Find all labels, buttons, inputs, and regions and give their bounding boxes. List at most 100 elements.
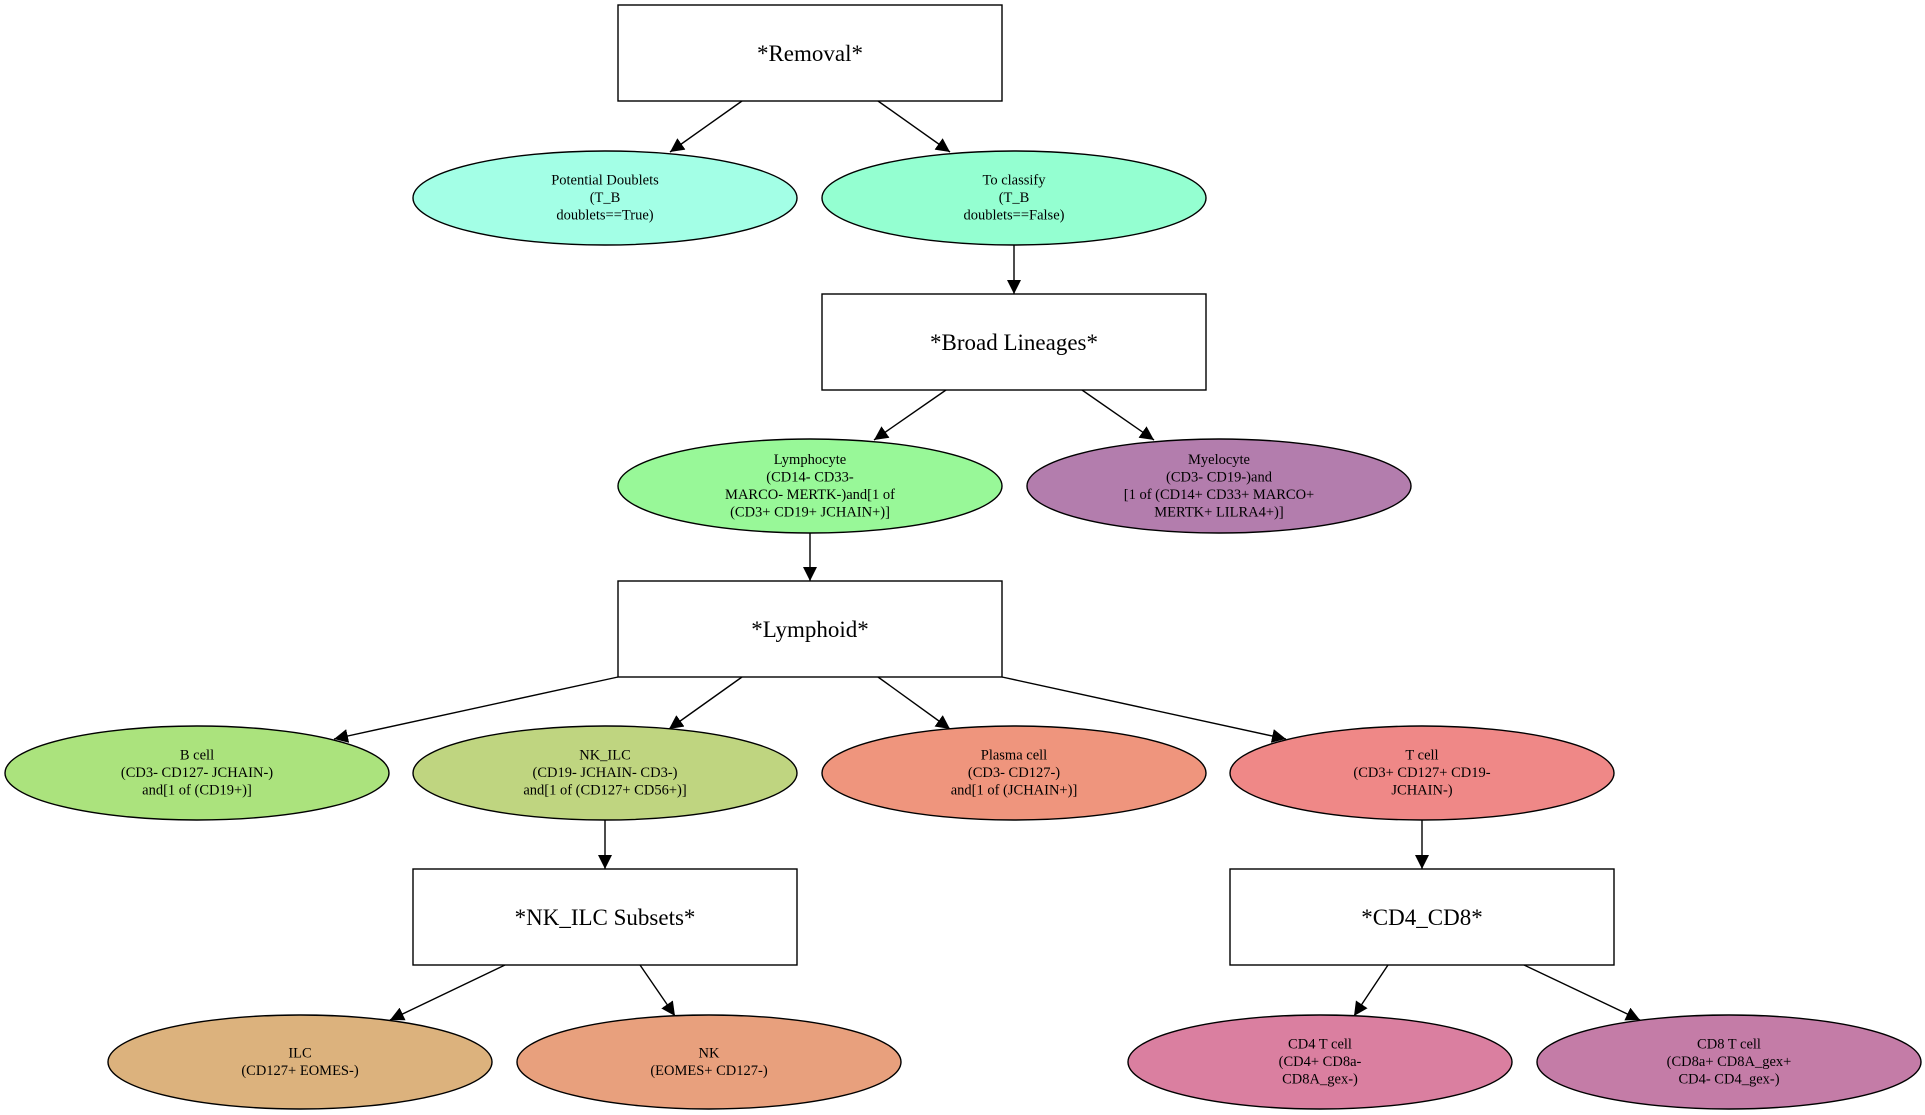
node-label-line: Potential Doublets [551,173,659,189]
node-label-line: MERTK+ LILRA4+)] [1154,504,1283,520]
node-label-line: and[1 of (CD19+)] [142,783,252,799]
node-ellipse [1229,725,1615,821]
node-label-line: (CD8a+ CD8A_gex+ [1667,1054,1792,1070]
node-label-line: (CD4+ CD8a- [1279,1054,1362,1070]
node-label-line: To classify [982,173,1046,189]
node-label-line: (CD14- CD33- [766,469,854,485]
node-label-line: and[1 of (CD127+ CD56+)] [523,783,686,799]
node-label: *CD4_CD8* [1361,905,1482,930]
node-label-line: (CD3- CD127-) [968,765,1060,781]
node-label: Plasma cell(CD3- CD127-) and[1 of (JCHAIN… [951,748,1078,799]
node-label-line: [1 of (CD14+ CD33+ MARCO+ [1124,487,1314,503]
node-label-line: ILC [288,1045,311,1061]
node-box [821,293,1207,391]
node-label: *NK_ILC Subsets* [515,905,696,930]
node-label-line: JCHAIN-) [1391,783,1452,799]
node-lymphoid: *Lymphoid* [617,580,1003,678]
node-label-line: NK_ILC [579,748,631,764]
edge-cd4_cd8-to-cd4_t_cell [1353,964,1389,1017]
node-label: Potential Doublets(T_B doublets==True) [551,173,659,224]
node-label: B cell(CD3- CD127- JCHAIN-) and[1 of (CD1… [121,748,273,799]
node-lymphocyte: Lymphocyte(CD14- CD33- MARCO- MERTK-)and[… [617,438,1003,534]
node-label-line: CD8A_gex-) [1282,1072,1358,1088]
node-box [1229,868,1615,966]
node-label: T cell(CD3+ CD127+ CD19- JCHAIN-) [1353,748,1490,799]
node-ellipse [821,150,1207,246]
node-ellipse [4,725,390,821]
node-plasma-cell: Plasma cell(CD3- CD127-) and[1 of (JCHAIN… [821,725,1207,821]
node-label-line: T cell [1405,748,1438,764]
node-ellipse [821,725,1207,821]
edge-lymphoid-to-b_cell [333,676,619,743]
node-label-line: Myelocyte [1188,452,1250,468]
node-nk: NK (EOMES+ CD127-) [516,1014,902,1110]
node-label: To classify(T_B doublets==False) [964,173,1065,224]
edge-lymphoid-to-nk_ilc [668,676,743,730]
node-label-line: *Broad Lineages* [930,330,1098,355]
node-ellipse [617,438,1003,534]
node-box [617,580,1003,678]
edges-layer [333,100,1641,1021]
node-label: NK (EOMES+ CD127-) [650,1045,767,1079]
node-t-cell: T cell(CD3+ CD127+ CD19- JCHAIN-) [1229,725,1615,821]
node-label-line: CD4 T cell [1288,1037,1352,1053]
edge-broad_lineages-to-lymphocyte [873,389,947,441]
node-to-classify: To classify(T_B doublets==False) [821,150,1207,246]
node-label-line: (CD3+ CD19+ JCHAIN+)] [730,504,890,520]
edge-lymphoid-to-t_cell [1001,676,1287,743]
node-label-line: *NK_ILC Subsets* [515,905,696,930]
node-label: NK_ILC(CD19- JCHAIN- CD3-) and[1 of (CD12… [523,748,686,799]
node-b-cell: B cell(CD3- CD127- JCHAIN-) and[1 of (CD1… [4,725,390,821]
node-nk-ilc-subsets: *NK_ILC Subsets* [412,868,798,966]
node-potential-doublets: Potential Doublets(T_B doublets==True) [412,150,798,246]
node-label-line: CD8 T cell [1697,1037,1761,1053]
node-label-line: B cell [180,748,214,764]
node-label-line: *Removal* [757,41,863,66]
node-label-line: doublets==True) [556,208,653,224]
node-cd4-t-cell: CD4 T cell(CD4+ CD8a- CD8A_gex-) [1127,1014,1513,1110]
node-label: CD8 T cell(CD8a+ CD8A_gex+CD4- CD4_gex-) [1667,1037,1792,1088]
node-cd8-t-cell: CD8 T cell(CD8a+ CD8A_gex+CD4- CD4_gex-) [1536,1014,1922,1110]
edge-nk_ilc_subsets-to-nk [639,964,676,1017]
edge-removal-to-to_classify [877,100,951,153]
node-nk-ilc: NK_ILC(CD19- JCHAIN- CD3-) and[1 of (CD12… [412,725,798,821]
node-label: CD4 T cell(CD4+ CD8a- CD8A_gex-) [1279,1037,1362,1088]
edge-nk_ilc_subsets-to-ilc [389,964,506,1021]
node-ellipse [1026,438,1412,534]
node-label-line: and[1 of (JCHAIN+)] [951,783,1078,799]
node-label: Myelocyte(CD3- CD19-)and [1 of (CD14+ CD3… [1124,452,1314,521]
node-label: *Removal* [757,41,863,66]
node-label-line: NK [699,1045,720,1061]
node-removal: *Removal* [617,4,1003,102]
node-ellipse [1127,1014,1513,1110]
node-label: Lymphocyte(CD14- CD33- MARCO- MERTK-)and[… [725,452,895,521]
node-ilc: ILC(CD127+ EOMES-) [107,1014,493,1110]
node-label-line: (CD3- CD19-)and [1166,469,1273,485]
node-ellipse [412,150,798,246]
node-label-line: (T_B [590,190,621,206]
node-label-line: (EOMES+ CD127-) [650,1063,767,1079]
node-label: *Broad Lineages* [930,330,1098,355]
node-label-line: (T_B [999,190,1030,206]
node-myelocyte: Myelocyte(CD3- CD19-)and [1 of (CD14+ CD3… [1026,438,1412,534]
node-label: *Lymphoid* [751,617,869,642]
node-label-line: Plasma cell [981,748,1047,764]
edge-broad_lineages-to-myelocyte [1081,389,1155,441]
node-label-line: Lymphocyte [774,452,847,468]
node-label-line: (CD3+ CD127+ CD19- [1353,765,1490,781]
node-cd4-cd8: *CD4_CD8* [1229,868,1615,966]
node-label-line: MARCO- MERTK-)and[1 of [725,487,895,503]
node-ellipse [1536,1014,1922,1110]
node-label-line: (CD3- CD127- JCHAIN-) [121,765,273,781]
node-label-line: *Lymphoid* [751,617,869,642]
node-box [617,4,1003,102]
edge-cd4_cd8-to-cd8_t_cell [1523,964,1641,1021]
edge-lymphoid-to-plasma_cell [877,676,951,730]
edge-removal-to-potential_doublets [669,100,743,153]
node-label-line: (CD19- JCHAIN- CD3-) [533,765,678,781]
node-broad-lineages: *Broad Lineages* [821,293,1207,391]
node-ellipse [516,1014,902,1110]
node-label-line: doublets==False) [964,208,1065,224]
